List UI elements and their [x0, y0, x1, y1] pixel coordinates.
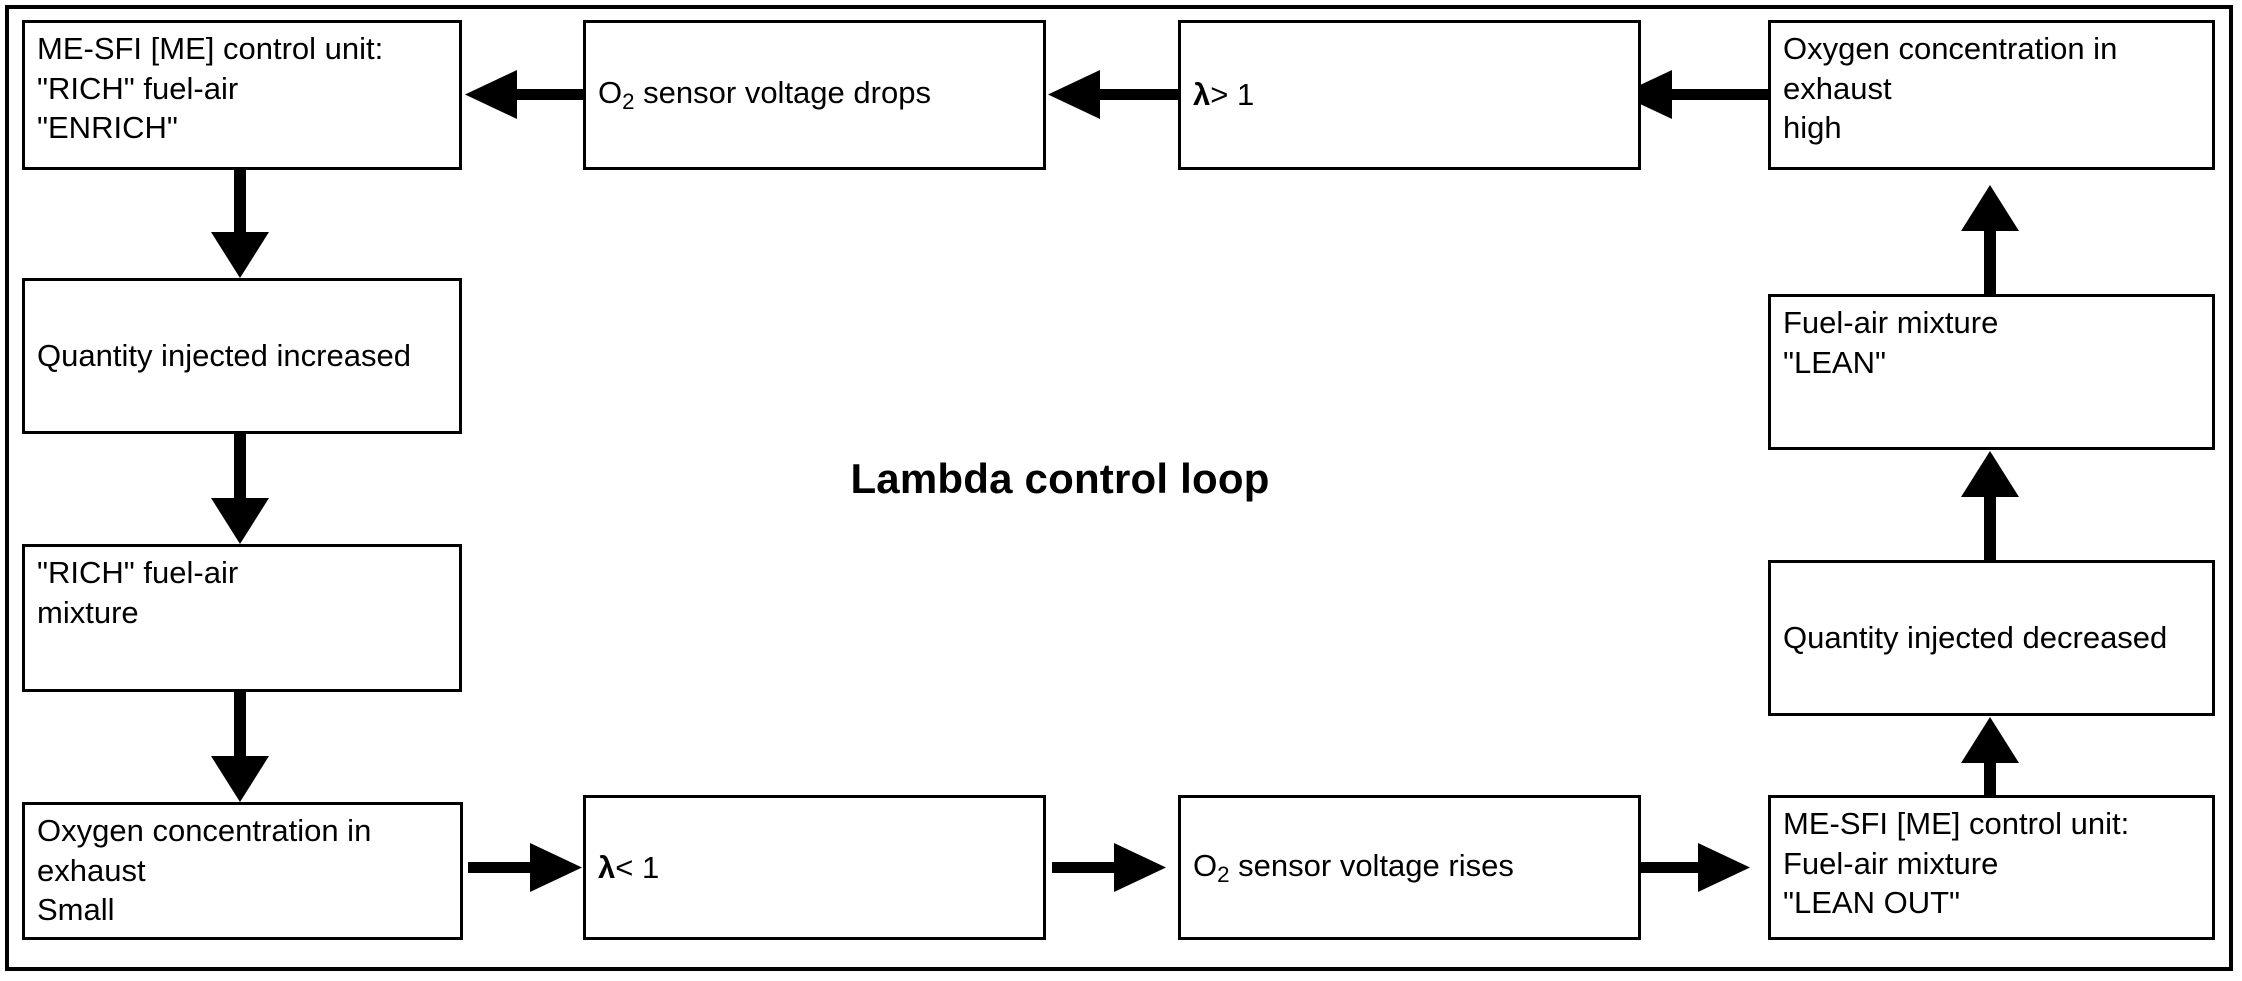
node-o2-voltage-drops[interactable]: O2 sensor voltage drops	[583, 20, 1046, 170]
lambda-symbol: λ	[1193, 77, 1211, 113]
node-o2-voltage-drops-label: O2 sensor voltage drops	[598, 73, 1033, 117]
lambda-symbol: λ	[598, 849, 616, 885]
node-oxygen-small[interactable]: Oxygen concentration in exhaust Small	[22, 802, 463, 940]
node-oxygen-small-label: Oxygen concentration in exhaust Small	[37, 813, 372, 928]
o2-suffix: sensor voltage rises	[1229, 847, 1514, 883]
diagram-outer-frame	[5, 5, 2233, 971]
node-oxygen-high[interactable]: Oxygen concentration in exhaust high	[1768, 20, 2215, 170]
lambda-relation: < 1	[615, 849, 660, 885]
lambda-relation: > 1	[1210, 77, 1255, 113]
diagram-title: Lambda control loop	[850, 455, 1270, 502]
o2-prefix: O	[1193, 847, 1218, 883]
node-quantity-increased-label: Quantity injected increased	[37, 338, 411, 374]
node-quantity-decreased-label: Quantity injected decreased	[1783, 620, 2168, 656]
node-lambda-gt-1[interactable]: λ> 1	[1178, 20, 1641, 170]
node-me-sfi-enrich-label: ME-SFI [ME] control unit: "RICH" fuel-ai…	[37, 31, 384, 146]
node-me-sfi-lean-out-label: ME-SFI [ME] control unit: Fuel-air mixtu…	[1783, 806, 2130, 921]
node-o2-voltage-rises-label: O2 sensor voltage rises	[1193, 846, 1628, 890]
o2-prefix: O	[598, 75, 623, 111]
node-fuel-air-lean-label: Fuel-air mixture "LEAN"	[1783, 305, 1999, 380]
node-rich-mixture-label: "RICH" fuel-air mixture	[37, 555, 239, 630]
node-oxygen-high-label: Oxygen concentration in exhaust high	[1783, 31, 2118, 146]
node-o2-voltage-rises[interactable]: O2 sensor voltage rises	[1178, 795, 1641, 940]
node-lambda-lt-1-label: λ< 1	[598, 848, 1033, 888]
node-quantity-decreased[interactable]: Quantity injected decreased	[1768, 560, 2215, 716]
o2-subscript: 2	[622, 89, 635, 115]
node-me-sfi-enrich[interactable]: ME-SFI [ME] control unit: "RICH" fuel-ai…	[22, 20, 462, 170]
node-quantity-increased[interactable]: Quantity injected increased	[22, 278, 462, 434]
node-rich-mixture[interactable]: "RICH" fuel-air mixture	[22, 544, 462, 692]
node-lambda-lt-1[interactable]: λ< 1	[583, 795, 1046, 940]
o2-subscript: 2	[1217, 861, 1230, 887]
node-fuel-air-lean[interactable]: Fuel-air mixture "LEAN"	[1768, 294, 2215, 450]
node-lambda-gt-1-label: λ> 1	[1193, 75, 1628, 115]
node-me-sfi-lean-out[interactable]: ME-SFI [ME] control unit: Fuel-air mixtu…	[1768, 795, 2215, 940]
o2-suffix: sensor voltage drops	[634, 75, 931, 111]
